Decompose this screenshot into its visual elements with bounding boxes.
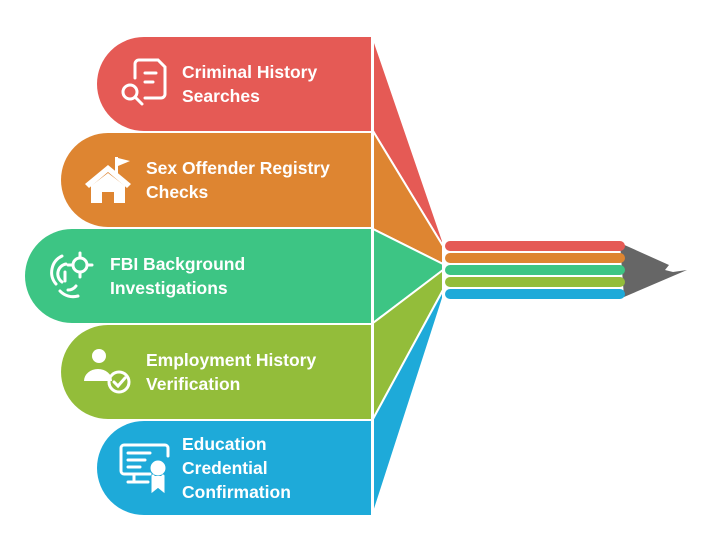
label-fbi: FBI Background Investigations	[110, 252, 245, 300]
document-search-icon	[121, 58, 167, 106]
band-sex-offender	[61, 133, 371, 227]
bar-education	[445, 289, 625, 299]
label-line: Investigations	[110, 278, 228, 298]
pencil-tip	[620, 243, 687, 297]
label-line: Checks	[146, 182, 209, 202]
wedge-education	[372, 289, 444, 516]
label-line: Education	[182, 434, 267, 454]
label-line: Verification	[146, 374, 241, 394]
label-criminal-history: Criminal History Searches	[182, 60, 317, 108]
house-flag-icon	[85, 157, 131, 203]
label-employment: Employment History Verification	[146, 348, 316, 396]
band-employment	[61, 325, 372, 419]
label-education: Education Credential Confirmation	[182, 432, 291, 504]
label-line: FBI Background	[110, 254, 246, 274]
bar-fbi	[445, 265, 625, 275]
certificate-icon	[119, 443, 170, 494]
fingerprint-target-icon	[50, 251, 94, 299]
label-line: Criminal History	[182, 62, 318, 82]
label-line: Credential	[182, 458, 268, 478]
label-line: Sex Offender Registry	[146, 158, 330, 178]
user-check-icon	[84, 349, 131, 394]
band-fbi	[25, 229, 371, 323]
label-line: Employment History	[146, 350, 317, 370]
bar-criminal-history	[445, 241, 625, 251]
label-line: Searches	[182, 86, 260, 106]
label-sex-offender: Sex Offender Registry Checks	[146, 156, 330, 204]
bar-employment	[445, 277, 625, 287]
bar-sex-offender	[445, 253, 625, 263]
label-line: Confirmation	[182, 482, 291, 502]
band-criminal-history	[97, 37, 371, 131]
